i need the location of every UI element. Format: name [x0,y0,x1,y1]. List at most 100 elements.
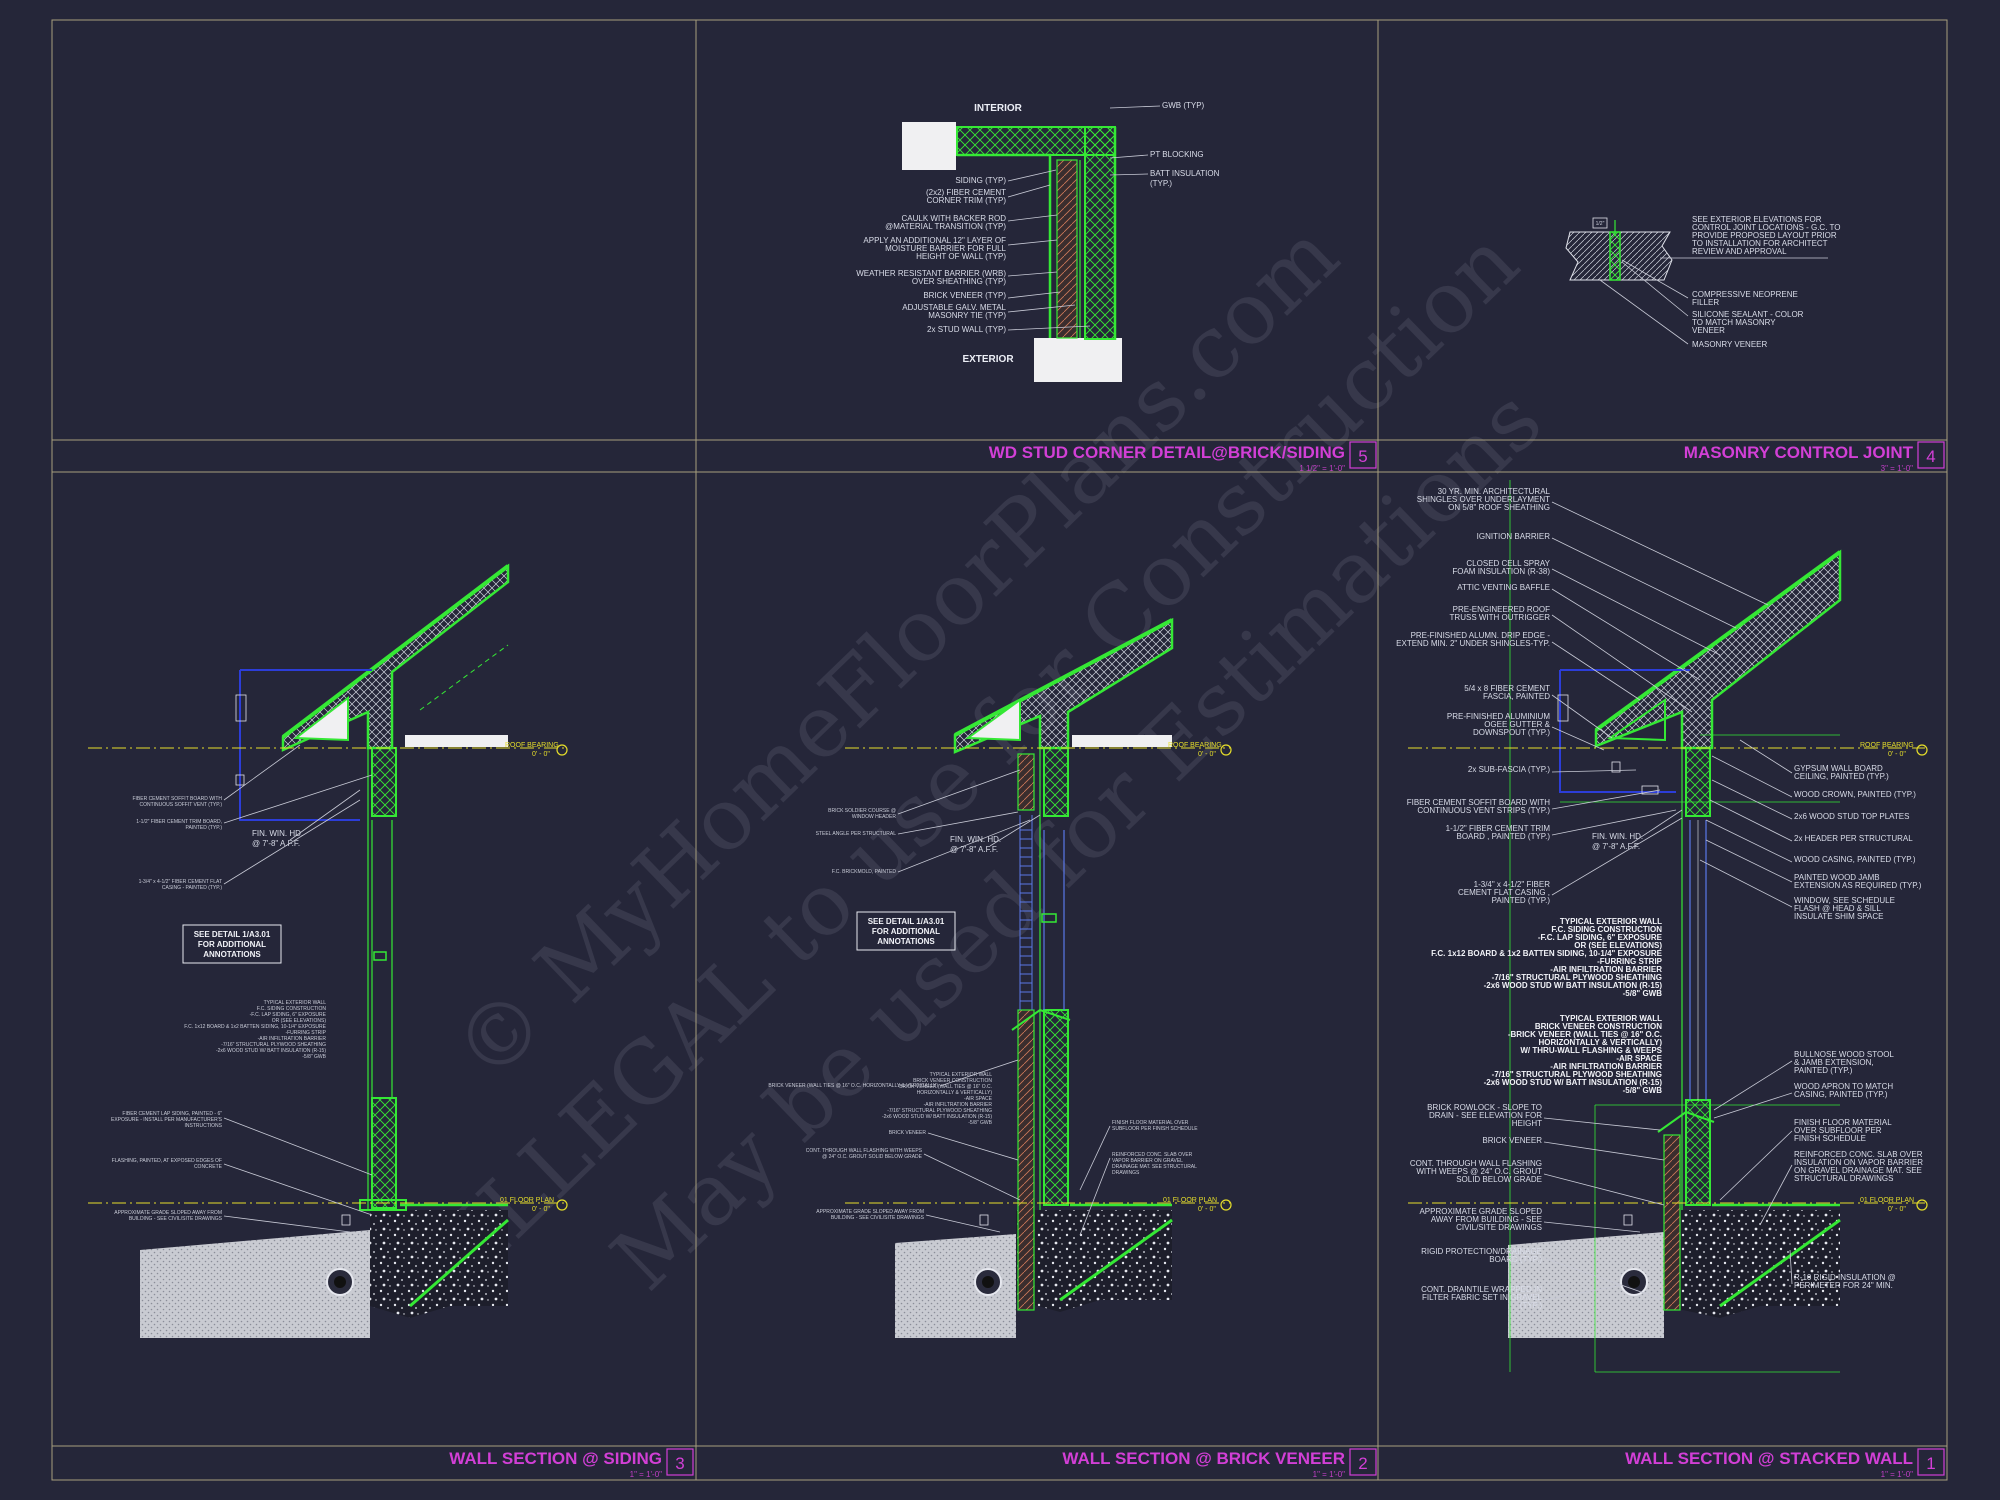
callout-label: (2x2) FIBER CEMENT [926,188,1006,197]
callout-label: BRICK VENEER CONSTRUCTION [1535,1022,1662,1031]
siding-callouts: FIBER CEMENT SOFFIT BOARD WITHCONTINUOUS… [111,744,373,1233]
detail-number: 2 [1358,1454,1367,1473]
callout-label: FLASH @ HEAD & SILL [1794,904,1881,913]
callout-label: APPROXIMATE GRADE SLOPED AWAY FROM [114,1210,222,1216]
detail-title: WALL SECTION @ STACKED WALL [1625,1449,1913,1468]
callout-label: -2x6 WOOD STUD W/ BATT INSULATION (R-15) [1484,1078,1663,1087]
callout-label: -5/8" GWB [302,1054,326,1060]
see-detail-line: FOR ADDITIONAL [198,940,266,949]
callout-label: FOAM INSULATION (R-38) [1452,567,1550,576]
brick-callouts: BRICK SOLDIER COURSE @WINDOW HEADERSTEEL… [768,769,1198,1236]
callout-label: PAINTED (TYP.) [1794,1066,1853,1075]
callout-label: (TYP.) [1520,1301,1542,1310]
callout-label: 5/4 x 8 FIBER CEMENT [1464,684,1550,693]
callout-label: FIBER CEMENT LAP SIDING, PAINTED - 6" [122,1111,222,1117]
leader-line [1007,291,1061,299]
callout-label: CONT. DRAINTILE WRAPPED IN [1421,1285,1542,1294]
leader-line [1007,325,1091,331]
callout-label: -5/8" GWB [1623,989,1663,998]
callout-label: SEE EXTERIOR ELEVATIONS FOR [1692,215,1822,224]
callout-label: -7/16" STRUCTURAL PLYWOOD SHEATHING [221,1042,326,1048]
leader-line [1551,641,1641,701]
callout-label: PAINTED WOOD JAMB [1794,873,1880,882]
callout-label: RIGID PROTECTION/DRAINAGE [1421,1247,1542,1256]
detail-title: MASONRY CONTROL JOINT [1684,443,1914,462]
callout-label: APPROXIMATE GRADE SLOPED AWAY FROM [816,1209,924,1215]
floor-plan-label: 01 FLOOR PLAN [1163,1197,1217,1204]
callout-label: 2x STUD WALL (TYP) [927,325,1006,334]
leader-line [1719,1130,1793,1201]
callout-label: FINISH FLOOR MATERIAL OVER [1112,1120,1189,1126]
callout-label: BOARD , PAINTED (TYP.) [1457,832,1551,841]
callout-label: PRE-FINISHED ALUMN. DRIP EDGE - [1411,631,1551,640]
callout-label: FILLER [1692,298,1719,307]
leader-line [1079,1157,1111,1236]
leader-line [1007,214,1058,222]
callout-label: WITH WEEPS @ 24" O.C. GROUT [1416,1167,1542,1176]
callout-label: F.C. 1x12 BOARD & 1x2 BATTEN SIDING, 10-… [184,1024,326,1030]
fin-win-label: FIN. WIN. HD. [252,829,303,838]
leader-line [223,1215,351,1233]
callout-label: GYPSUM WALL BOARD [1794,764,1883,773]
callout-label: @ 24" O.C. GROUT SOLID BELOW GRADE [822,1154,922,1160]
callout-label: OVER SUBFLOOR PER [1794,1126,1882,1135]
leader-line [1759,1164,1793,1226]
leader-line [1705,839,1793,883]
callout-label: F.C. 1x12 BOARD & 1x2 BATTEN SIDING, 10-… [1431,949,1662,958]
callout-label: AWAY FROM BUILDING - SEE [1431,1215,1542,1224]
callout-label: VAPOR BARRIER ON GRAVEL [1112,1158,1183,1164]
callout-label: DRAWINGS [1112,1170,1140,1176]
fin-win-label: FIN. WIN. HD. [950,835,1001,844]
fin-win-label: @ 7'-8" A.F.F. [950,845,998,854]
leader-line [1007,304,1076,313]
leader-line [1551,726,1605,751]
callout-label: PT BLOCKING [1150,150,1204,159]
leader-line [1713,1092,1793,1119]
callout-label: HEIGHT OF WALL (TYP) [916,252,1006,261]
callout-label: SUBFLOOR PER FINISH SCHEDULE [1112,1126,1198,1132]
callout-label: TYPICAL EXTERIOR WALL [1560,1014,1662,1023]
callout-label: & JAMB EXTENSION, [1794,1058,1874,1067]
callout-label: BRICK VENEER [889,1130,927,1136]
callout-label: OR (SEE ELEVATIONS) [272,1018,327,1024]
leader-line [1543,1257,1665,1301]
callout-label: OVER SHEATHING (TYP) [912,277,1006,286]
see-detail-line: ANNOTATIONS [877,937,935,946]
callout-label: CORNER TRIM (TYP) [927,196,1007,205]
floor-plan-label: 01 FLOOR PLAN [500,1197,554,1204]
callout-label: PAINTED (TYP.) [186,825,223,831]
callout-label: CIVIL/SITE DRAWINGS [1456,1223,1542,1232]
floor-plan-label: 01 FLOOR PLAN [1860,1197,1914,1204]
callout-label: REVIEW AND APPROVAL [1692,247,1787,256]
callout-label: -2x6 WOOD STUD W/ BATT INSULATION (R-15) [882,1114,992,1120]
callout-label: FIBER CEMENT SOFFIT BOARD WITH [1407,798,1550,807]
callout-label: (TYP.) [1150,179,1172,188]
callout-label: -5/8" GWB [1623,1086,1663,1095]
callout-label: ON GRAVEL DRAINAGE MAT. SEE [1794,1166,1922,1175]
leader-line [1543,1173,1665,1206]
callout-label: -BRICK VENEER (WALL TIES @ 16" O.C. [1508,1030,1662,1039]
callout-label: ADJUSTABLE GALV. METAL [902,303,1006,312]
detail-number: 1 [1926,1454,1935,1473]
callout-label: STEEL ANGLE PER STRUCTURAL [816,831,897,837]
callout-label: BRICK VENEER CONSTRUCTION [913,1078,992,1084]
callout-label: -F.C. LAP SIDING, 6" EXPOSURE [250,1012,327,1018]
callout-label: -5/8" GWB [968,1120,992,1126]
callout-label: APPROXIMATE GRADE SLOPED [1419,1207,1542,1216]
callout-label: -FURRING STRIP [285,1030,326,1036]
detail-number: 4 [1926,447,1935,466]
callout-label: -AIR SPACE [964,1096,993,1102]
callout-label: FINISH SCHEDULE [1794,1134,1866,1143]
callout-label: 2x SUB-FASCIA (TYP.) [1468,765,1550,774]
level-elevation: 0' - 0" [532,751,550,758]
callout-label: APPLY AN ADDITIONAL 12" LAYER OF [863,236,1006,245]
callout-label: WEATHER RESISTANT BARRIER (WRB) [856,269,1006,278]
callout-label: DRAIN - SEE ELEVATION FOR [1429,1111,1542,1120]
siding-section-drawing [88,563,565,1338]
leader-line [927,1132,1019,1161]
stacked-section-drawing [1408,480,1925,1373]
leader-line [1543,1141,1665,1161]
leader-line [1789,1249,1793,1285]
callout-label: FINISH FLOOR MATERIAL [1794,1118,1892,1127]
